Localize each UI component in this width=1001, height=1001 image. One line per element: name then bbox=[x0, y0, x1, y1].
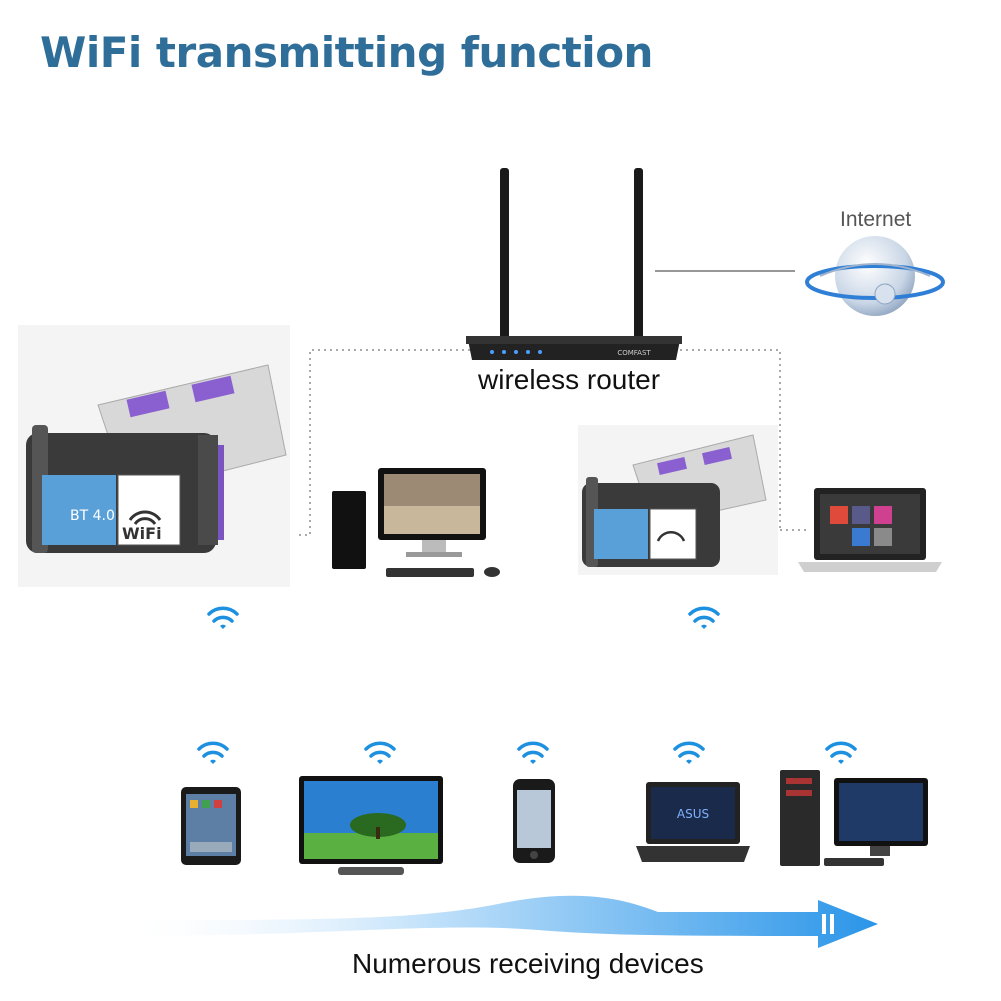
desktop-pc-icon bbox=[332, 468, 500, 577]
laptop-icon: ASUS bbox=[636, 782, 750, 862]
globe-icon bbox=[805, 236, 945, 316]
svg-text:ASUS: ASUS bbox=[677, 807, 709, 821]
wifi-icon bbox=[688, 606, 720, 629]
bottom-label: Numerous receiving devices bbox=[352, 948, 704, 979]
internet-label: Internet bbox=[840, 208, 912, 231]
page-title: WiFi transmitting function bbox=[40, 28, 653, 77]
wifi-icon bbox=[207, 606, 239, 629]
wifi-icon bbox=[364, 741, 396, 764]
router-label: wireless router bbox=[478, 364, 661, 395]
desktop-pc-icon bbox=[780, 770, 928, 866]
phone-icon bbox=[513, 779, 555, 863]
tablet-icon bbox=[181, 787, 241, 865]
wifi-icon bbox=[517, 741, 549, 764]
usb-adapter-icon bbox=[578, 425, 778, 575]
router-icon: COMFAST bbox=[466, 168, 682, 360]
router-brand: COMFAST bbox=[617, 349, 651, 357]
bt-badge: BT 4.0 bbox=[70, 508, 115, 524]
usb-adapter-icon: BT 4.0 WiFi bbox=[18, 325, 290, 587]
monitor-icon bbox=[299, 776, 443, 875]
wifi-icon bbox=[197, 741, 229, 764]
laptop-icon bbox=[798, 488, 942, 572]
wifi-badge: WiFi bbox=[122, 524, 162, 543]
wifi-icon bbox=[825, 741, 857, 764]
arrow-icon bbox=[138, 895, 878, 948]
wifi-icon bbox=[673, 741, 705, 764]
